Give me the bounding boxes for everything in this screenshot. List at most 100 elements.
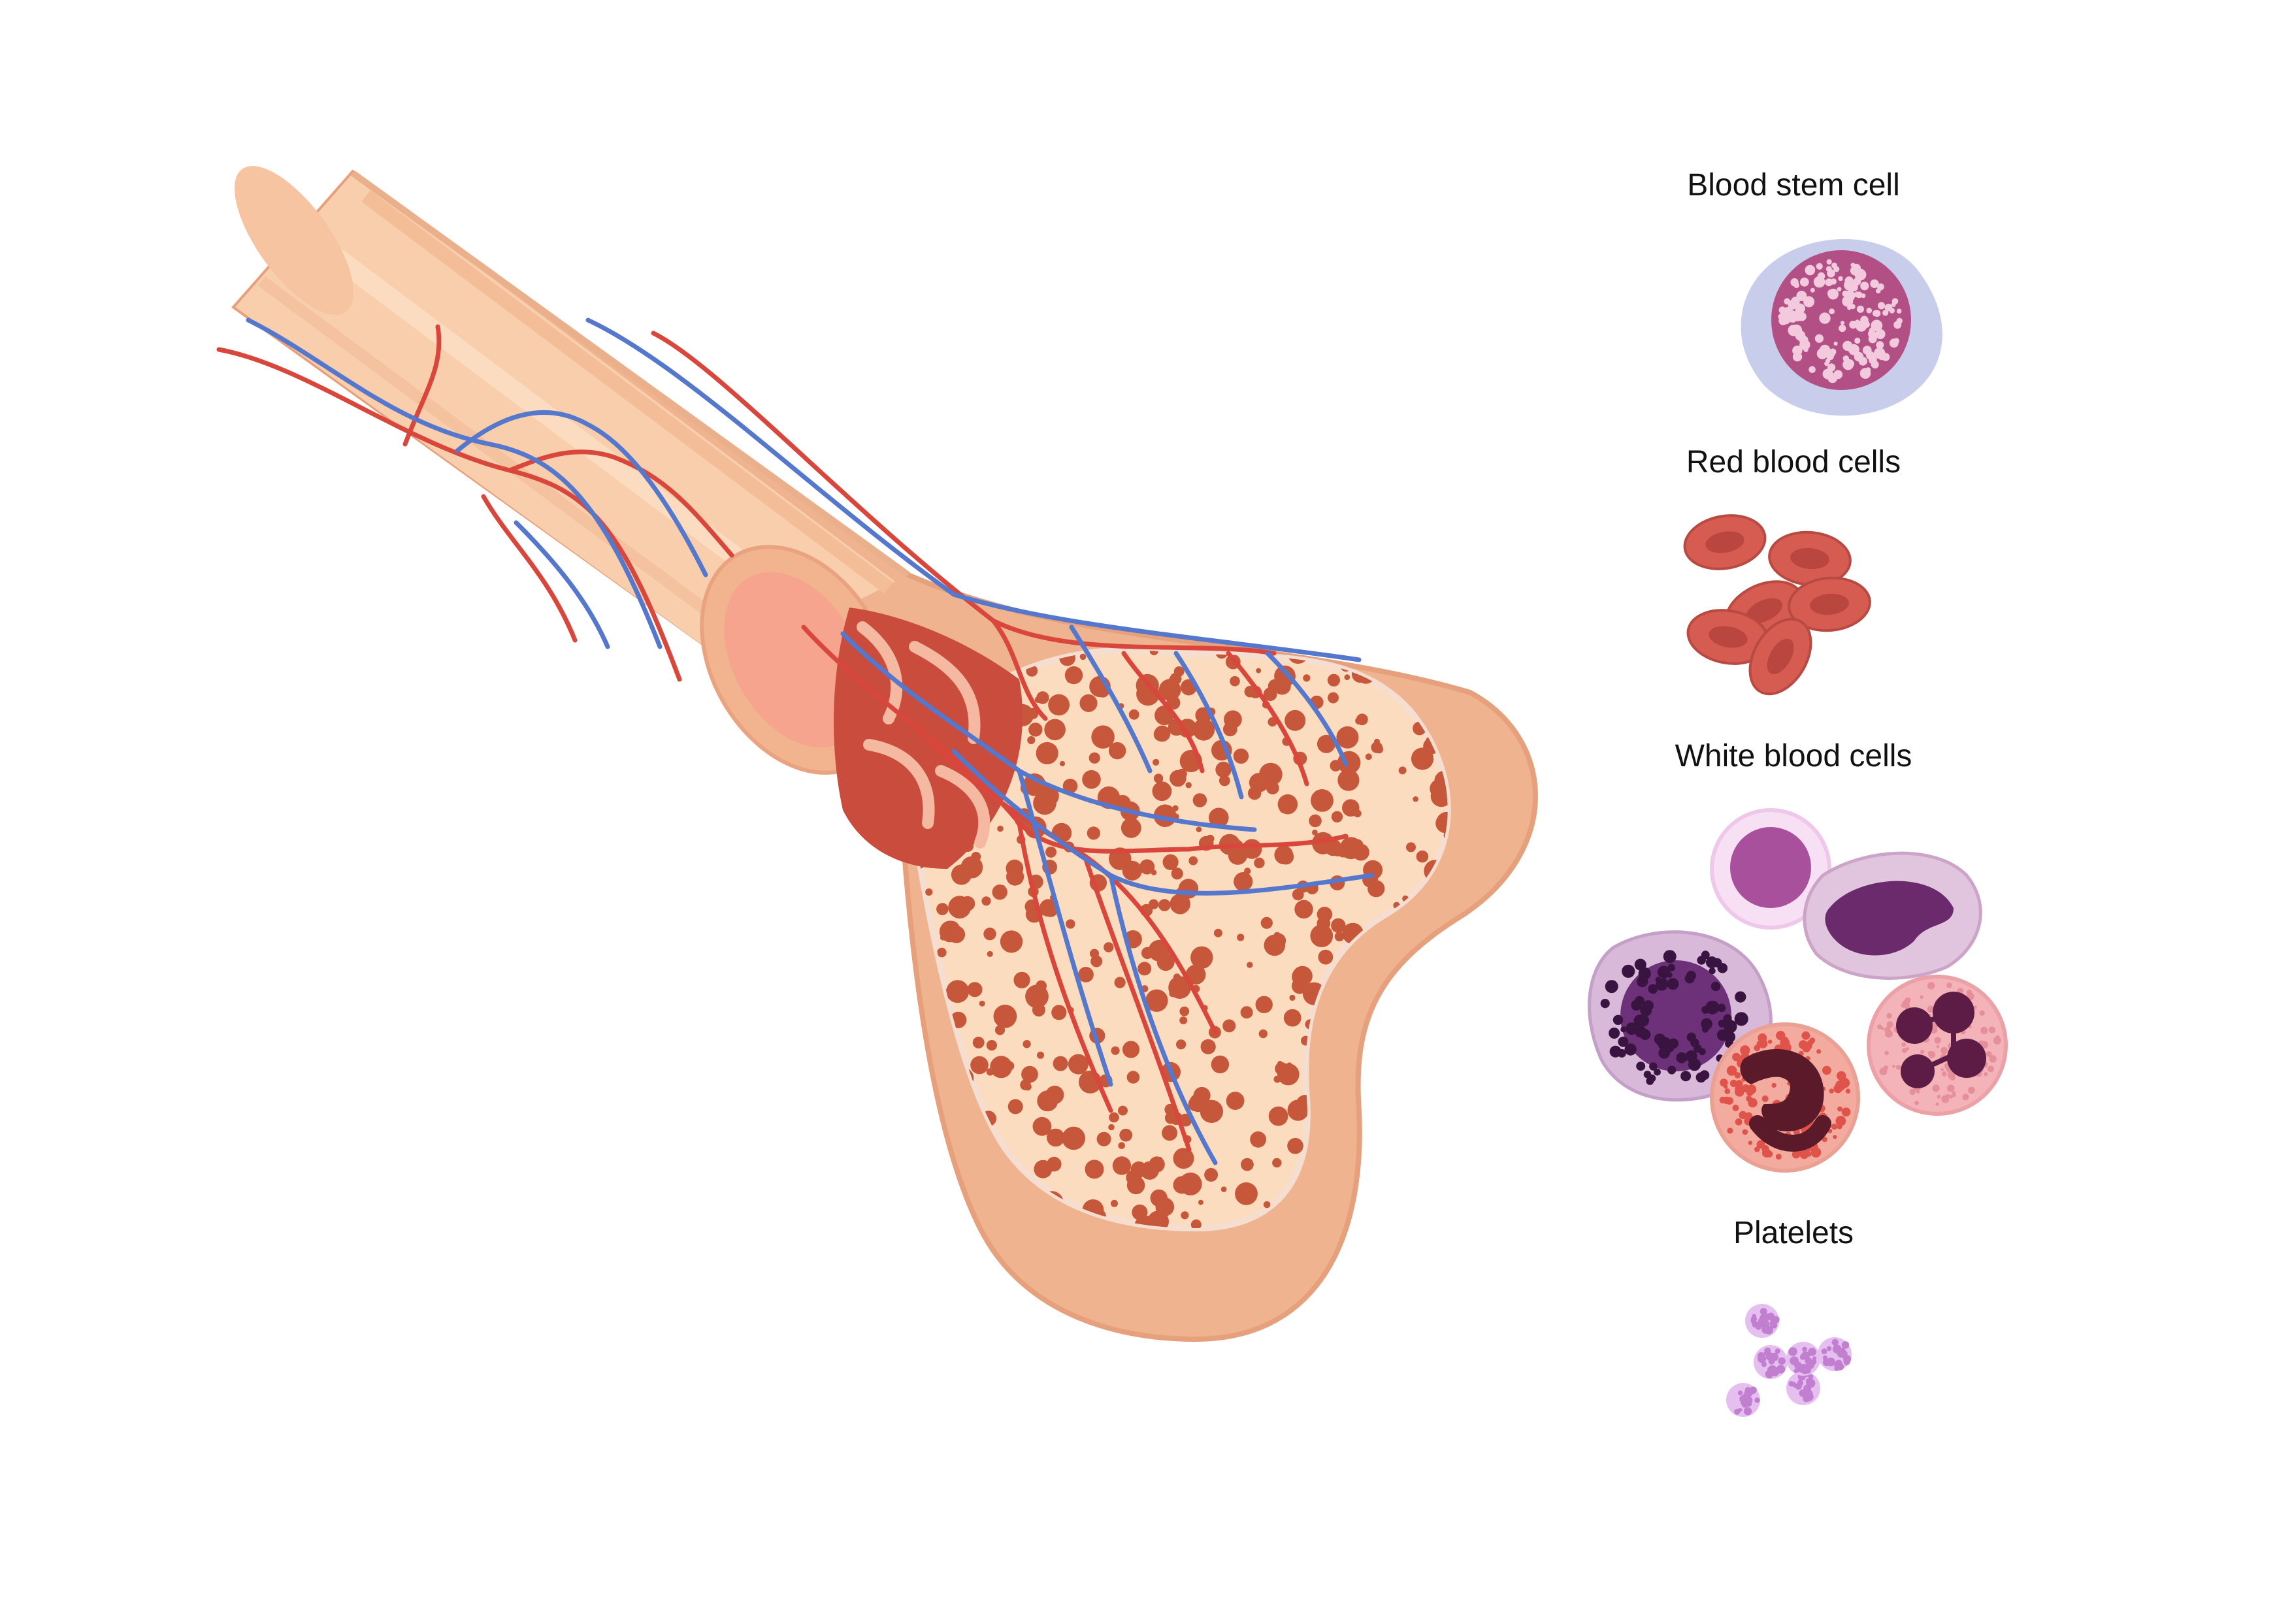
- marrow-pore: [1007, 1099, 1023, 1114]
- vein: [1017, 768, 1113, 1087]
- marrow-pore: [1465, 1195, 1479, 1210]
- platelet: [1786, 1342, 1820, 1376]
- marrow-pore: [1411, 966, 1426, 981]
- marrow-pore: [1111, 1199, 1118, 1207]
- marrow-pore: [1447, 1186, 1448, 1208]
- marrow-pore: [1235, 1182, 1258, 1205]
- marrow-pore: [1317, 734, 1335, 753]
- marrow-pore: [1465, 641, 1475, 651]
- marrow-pore: [1053, 1056, 1068, 1071]
- blood-vessels: [216, 317, 1375, 1165]
- marrow-pore: [1432, 1216, 1445, 1228]
- marrow-pore: [1036, 741, 1058, 765]
- marrow-pore: [902, 1106, 906, 1120]
- marrow-pore: [1244, 868, 1251, 875]
- marrow-pore: [936, 903, 949, 915]
- marrow-pore: [1177, 768, 1187, 779]
- marrow-pore: [1453, 1173, 1462, 1182]
- marrow-pore: [902, 1039, 926, 1064]
- marrow-pore: [902, 980, 906, 1001]
- vein: [455, 410, 708, 577]
- bone: [231, 166, 1538, 1342]
- marrow-pore: [1334, 932, 1345, 941]
- marrow-pore: [1082, 770, 1101, 789]
- marrow-pore: [1066, 919, 1075, 929]
- marrow-pore: [1423, 1023, 1443, 1043]
- marrow-pore: [883, 1220, 899, 1237]
- marrow-pore: [1356, 713, 1368, 726]
- red-blood-cells: [1683, 514, 1871, 696]
- marrow-pore: [946, 980, 970, 1003]
- artery: [1226, 651, 1309, 787]
- marrow-pore: [1416, 850, 1429, 863]
- marrow-pore: [1156, 953, 1175, 971]
- marrow-pore: [1291, 977, 1308, 994]
- marrow-pore: [1198, 1199, 1203, 1205]
- marrow-pore: [1393, 1159, 1407, 1173]
- basophil: [1588, 930, 1773, 1102]
- marrow-pore: [1318, 949, 1334, 965]
- marrow-pore: [1456, 1151, 1462, 1156]
- marrow-pore: [1375, 745, 1384, 754]
- marrow-pore: [1164, 1112, 1177, 1124]
- marrow-pore: [1111, 1046, 1120, 1055]
- marrow-pore: [1396, 1031, 1402, 1037]
- marrow-pore: [1036, 980, 1047, 992]
- marrow-pore: [1169, 990, 1176, 998]
- marrow-pore: [1089, 752, 1100, 764]
- marrow-pore: [1044, 719, 1066, 741]
- marrow-pore: [1091, 725, 1115, 749]
- marrow-pore: [1443, 994, 1448, 1002]
- marrow-pore: [1141, 947, 1154, 960]
- marrow-pore: [1428, 1141, 1448, 1162]
- marrow-pore: [902, 958, 911, 968]
- marrow-pore: [915, 1165, 923, 1174]
- marrow-pore: [1418, 1187, 1433, 1202]
- vein: [585, 317, 1362, 662]
- marrow-pore: [1152, 781, 1172, 802]
- marrow-pore: [888, 1016, 898, 1026]
- marrow-pore: [1442, 636, 1453, 647]
- marrow-pore: [1411, 1045, 1432, 1066]
- marrow-pore: [1289, 994, 1296, 1001]
- marrow-pore: [1171, 868, 1183, 880]
- marrow-pore: [911, 1037, 921, 1047]
- marrow-pore: [1458, 916, 1481, 939]
- marrow-pore: [1344, 674, 1351, 681]
- marrow-pore: [979, 1000, 985, 1007]
- marrow-pore: [1036, 691, 1049, 704]
- red-blood-cell: [1768, 530, 1852, 587]
- neutrophil: [1867, 975, 2008, 1116]
- marrow-pore: [1244, 685, 1256, 698]
- marrow-pore: [1353, 809, 1362, 818]
- marrow-pore: [981, 896, 991, 906]
- marrow-pore: [1375, 1137, 1389, 1152]
- marrow-pore: [1040, 899, 1057, 917]
- marrow-pore: [1048, 694, 1070, 716]
- marrow-pore: [1179, 1172, 1202, 1195]
- marrow-pore: [1211, 1055, 1230, 1074]
- marrow-pore: [1449, 1001, 1460, 1012]
- artery: [481, 494, 578, 643]
- marrow-pore: [1130, 1161, 1147, 1178]
- marrow-pore: [1109, 1112, 1119, 1123]
- platelet: [1818, 1337, 1852, 1371]
- marrow-pore: [904, 1066, 917, 1079]
- marrow-pore: [1287, 1099, 1309, 1121]
- marrow-pore: [1312, 830, 1318, 836]
- marrow-pore: [1426, 650, 1447, 671]
- marrow-pore: [1087, 826, 1100, 840]
- marrow-pore: [1416, 994, 1429, 1007]
- vein: [1265, 651, 1349, 767]
- marrow-pore: [1336, 726, 1359, 749]
- marrow-pore: [1327, 674, 1340, 687]
- label-blood-stem-cell: Blood stem cell: [1687, 168, 1900, 203]
- marrow-pore: [1108, 742, 1126, 760]
- marrow-pore: [1213, 928, 1222, 937]
- marrow-pore: [1064, 666, 1083, 685]
- marrow-pore: [999, 885, 1006, 892]
- marrow-pore: [1068, 1054, 1089, 1075]
- artery: [1082, 853, 1192, 1152]
- marrow-pore: [1162, 1125, 1178, 1141]
- marrow-pore: [1158, 899, 1171, 911]
